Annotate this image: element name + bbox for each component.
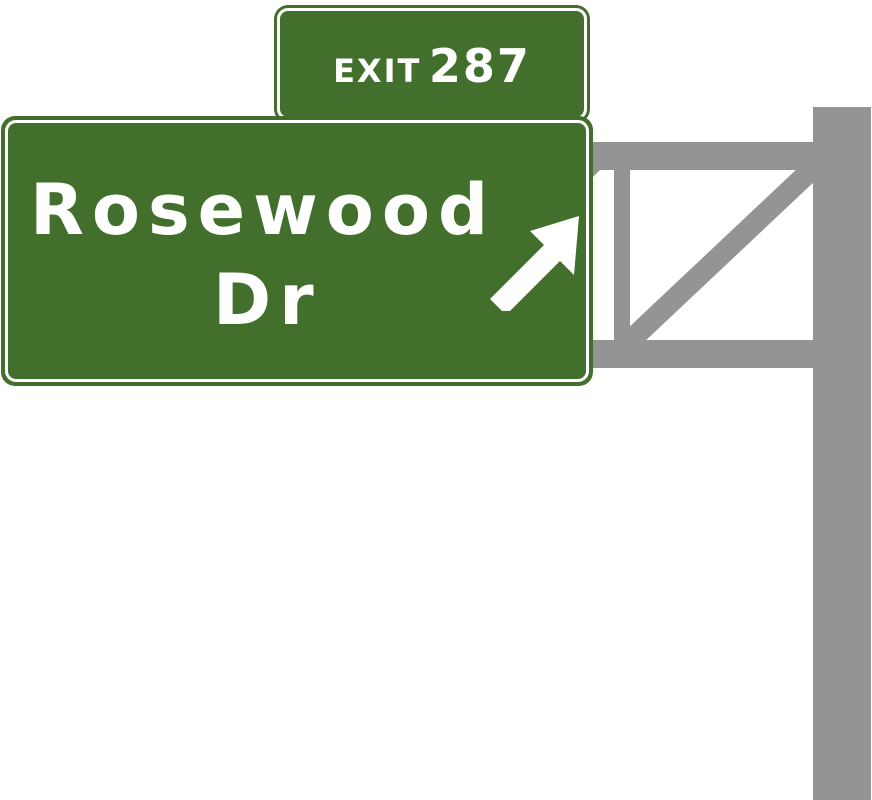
gantry-upright-post — [813, 107, 871, 800]
exit-word: EXIT — [333, 52, 422, 90]
gantry-vertical-brace — [614, 166, 630, 344]
exit-tab-sign: EXIT 287 — [274, 5, 590, 123]
gantry-top-chord — [588, 142, 816, 170]
destination-sign-panel: Rosewood Dr — [5, 120, 589, 382]
destination-line-2: Dr — [213, 259, 322, 341]
gantry-bottom-chord — [588, 340, 816, 368]
exit-tab-panel: EXIT 287 — [277, 8, 587, 120]
gantry-diagonal-brace — [626, 166, 816, 344]
destination-line-1: Rosewood — [30, 169, 497, 251]
arrow-up-right-icon — [490, 216, 579, 311]
exit-label: EXIT 287 — [280, 39, 584, 93]
exit-number: 287 — [428, 39, 531, 93]
destination-sign: Rosewood Dr — [1, 116, 593, 386]
